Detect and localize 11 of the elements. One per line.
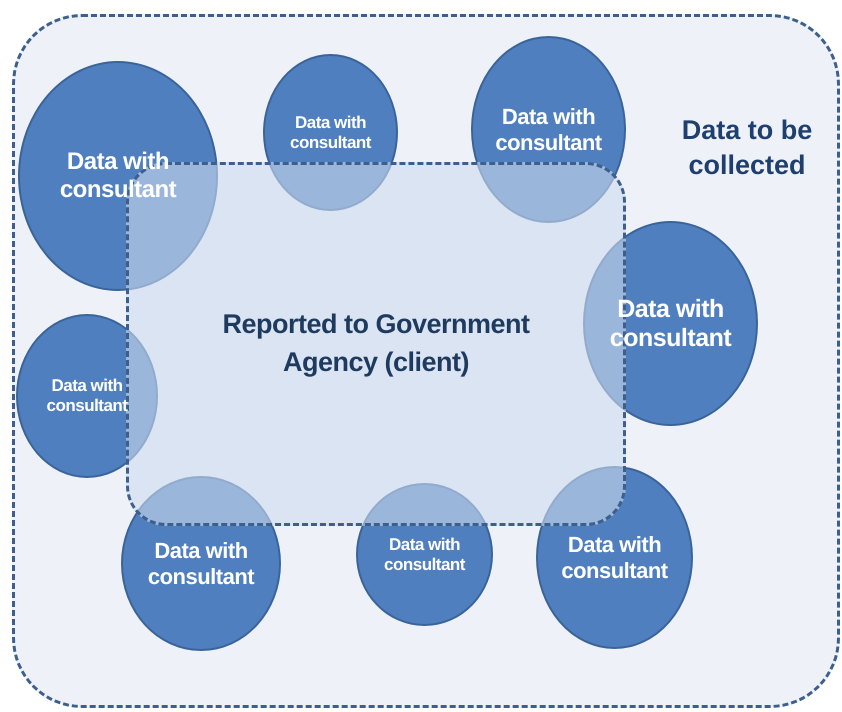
- region-title: Reported to Government Agency (client): [221, 308, 531, 379]
- circle-label: Data with consultant: [58, 148, 178, 204]
- circle-label: Data with consultant: [494, 104, 603, 155]
- circle-label: Data with consultant: [289, 112, 372, 152]
- circle-label: Data with consultant: [146, 538, 256, 589]
- circle-label: Data with consultant: [560, 532, 669, 583]
- dashed-region: [12, 14, 840, 708]
- circle-label: Data with consultant: [383, 534, 466, 574]
- circle-label: Data with consultant: [46, 376, 129, 416]
- circle-label: Data with consultant: [608, 294, 732, 352]
- region-title: Data to be collected: [680, 114, 814, 182]
